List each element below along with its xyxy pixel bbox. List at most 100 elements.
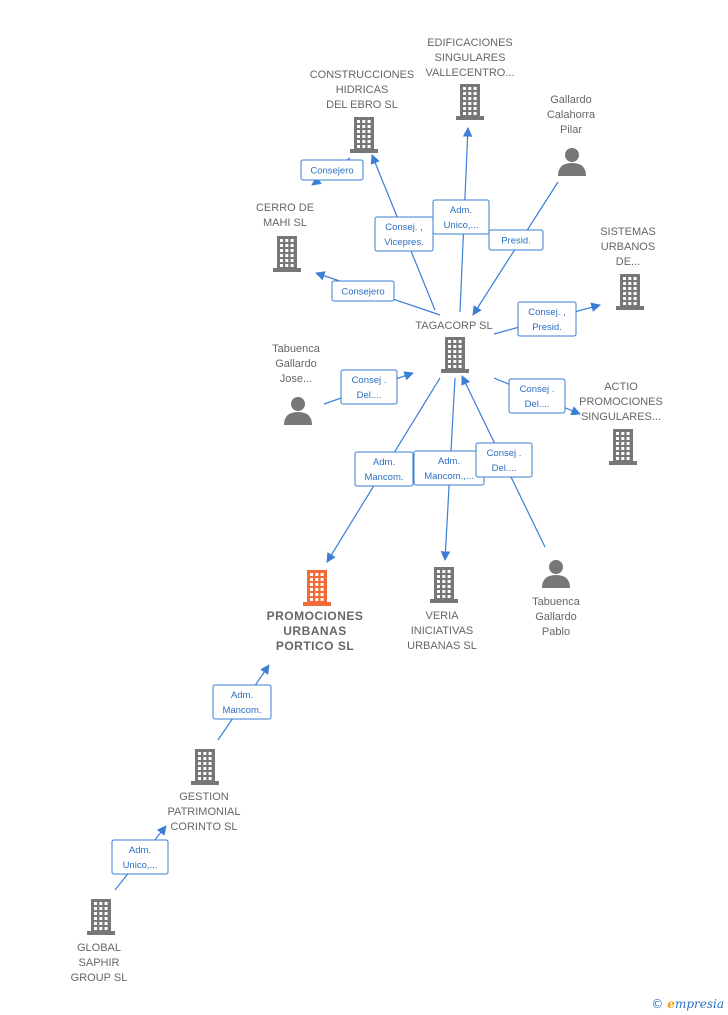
edge-label-box[interactable] xyxy=(475,442,533,478)
edge-label-text: Adm. xyxy=(129,845,151,856)
edge-label-box[interactable] xyxy=(111,839,169,875)
node-edificaciones[interactable]: EDIFICACIONES SINGULARES VALLECENTRO... xyxy=(425,37,515,120)
node-label: URBANAS SL xyxy=(407,640,477,652)
node-label: URBANAS xyxy=(283,624,347,638)
edge-tagacorp-to-promociones: Adm. Mancom. xyxy=(326,377,441,563)
node-label: INICIATIVAS xyxy=(411,625,474,637)
edge-label-box[interactable] xyxy=(488,229,544,251)
node-label: Gallardo xyxy=(535,611,577,623)
building-icon xyxy=(273,236,301,272)
edge-tabuenca_jose-to-tagacorp: Consej .Del.... xyxy=(323,369,414,405)
node-label: Calahorra xyxy=(547,109,596,121)
node-label: Pilar xyxy=(560,124,582,136)
node-construcciones[interactable]: CONSTRUCCIONES HIDRICAS DEL EBRO SL xyxy=(310,69,415,153)
building-icon xyxy=(456,84,484,120)
brand-logo: ©empresia xyxy=(651,997,724,1011)
brand-initial: e xyxy=(667,997,675,1011)
node-sistemas[interactable]: SISTEMAS URBANOS DE... xyxy=(600,226,656,310)
node-label: ACTIO xyxy=(604,381,638,393)
node-label: Tabuenca xyxy=(272,343,321,355)
edge-label-box[interactable] xyxy=(340,369,398,405)
edge-label-text: Vicepres. xyxy=(384,237,423,248)
node-label: GROUP SL xyxy=(71,972,128,984)
edge-label-text: Consejero xyxy=(341,287,384,298)
edge-tagacorp-to-veria: Adm.Mancom.,... xyxy=(413,377,485,561)
node-label: GLOBAL xyxy=(77,942,121,954)
node-label: CERRO DE xyxy=(256,202,314,214)
node-label: SAPHIR xyxy=(79,957,120,969)
edge-label-text: Consejero xyxy=(310,166,353,177)
edge-label-text: Consej . xyxy=(487,448,522,459)
nodes-layer: EDIFICACIONES SINGULARES VALLECENTRO... CON… xyxy=(71,37,663,984)
node-label: Gallardo xyxy=(550,94,592,106)
edge-label-text: Presid. xyxy=(532,322,562,333)
edge-label-box[interactable] xyxy=(354,451,414,487)
node-label: CONSTRUCCIONES xyxy=(310,69,415,81)
brand-name: mpresia xyxy=(674,997,724,1011)
building-icon xyxy=(430,567,458,603)
edge-label-text: Unico,... xyxy=(444,220,479,231)
edge-gallardo_calahorra-to-tagacorp: Presid. xyxy=(472,181,559,316)
edge-tagacorp-to-sistemas: Consej. ,Presid. xyxy=(493,301,601,337)
edge-label-text: Consej . xyxy=(520,384,555,395)
node-label: DE... xyxy=(616,256,640,268)
edge-label-box[interactable] xyxy=(331,280,395,302)
node-label: PORTICO SL xyxy=(276,639,354,653)
edge-label-text: Mancom. xyxy=(364,472,403,483)
edge-label-text: Consej . xyxy=(352,375,387,386)
node-label: PATRIMONIAL xyxy=(168,806,241,818)
edge-label-box[interactable] xyxy=(374,216,434,252)
person-icon xyxy=(542,560,570,588)
node-actio[interactable]: ACTIO PROMOCIONES SINGULARES... xyxy=(579,381,663,465)
edge-label-box[interactable] xyxy=(517,301,577,337)
node-label: HIDRICAS xyxy=(336,84,389,96)
node-label: SINGULARES xyxy=(435,52,506,64)
node-tabuenca_jose[interactable]: TabuencaGallardoJose... xyxy=(272,343,321,425)
building-icon xyxy=(609,429,637,465)
node-global[interactable]: GLOBAL SAPHIR GROUP SL xyxy=(71,899,128,984)
node-label: PROMOCIONES xyxy=(579,396,663,408)
edge-tagacorp-to-edificaciones: Adm. Unico,... xyxy=(432,127,490,313)
node-label: Tabuenca xyxy=(532,596,581,608)
edge-label-box[interactable] xyxy=(508,378,566,414)
node-label: SINGULARES... xyxy=(581,411,661,423)
building-icon xyxy=(616,274,644,310)
edge-label-box[interactable] xyxy=(212,684,272,720)
node-label: SISTEMAS xyxy=(600,226,656,238)
edge-label-box[interactable] xyxy=(300,159,364,181)
edge-tabuenca_pablo-to-tagacorp: Consej . Del.... xyxy=(461,375,546,548)
edge-tagacorp-to-construcciones: Consej. ,Vicepres. xyxy=(370,154,436,311)
edge-label-text: Del.... xyxy=(492,463,517,474)
building-icon xyxy=(303,570,331,606)
edge-gestion-to-promociones: Adm. Mancom. xyxy=(212,664,272,741)
node-label: CORINTO SL xyxy=(170,821,237,833)
node-label: VALLECENTRO... xyxy=(425,67,514,79)
copyright-symbol: © xyxy=(651,997,664,1011)
person-icon xyxy=(558,148,586,176)
building-icon xyxy=(350,117,378,153)
node-label: DEL EBRO SL xyxy=(326,99,398,111)
edge-label-text: Mancom. xyxy=(222,705,261,716)
node-label: URBANOS xyxy=(601,241,655,253)
node-label: Pablo xyxy=(542,626,570,638)
building-icon xyxy=(191,749,219,785)
node-label: EDIFICACIONES xyxy=(427,37,513,49)
edge-label-box[interactable] xyxy=(432,199,490,235)
edge-label-text: Adm. xyxy=(450,205,472,216)
edge-label-text: Mancom.,... xyxy=(424,471,474,482)
edge-label-text: Adm. xyxy=(373,457,395,468)
node-tagacorp[interactable]: TAGACORP SL xyxy=(415,320,493,373)
edge-label-text: Adm. xyxy=(231,690,253,701)
building-icon xyxy=(441,337,469,373)
node-label: Gallardo xyxy=(275,358,317,370)
node-label: PROMOCIONES xyxy=(267,609,364,623)
edge-global-to-gestion: Adm.Unico,... xyxy=(111,825,169,891)
